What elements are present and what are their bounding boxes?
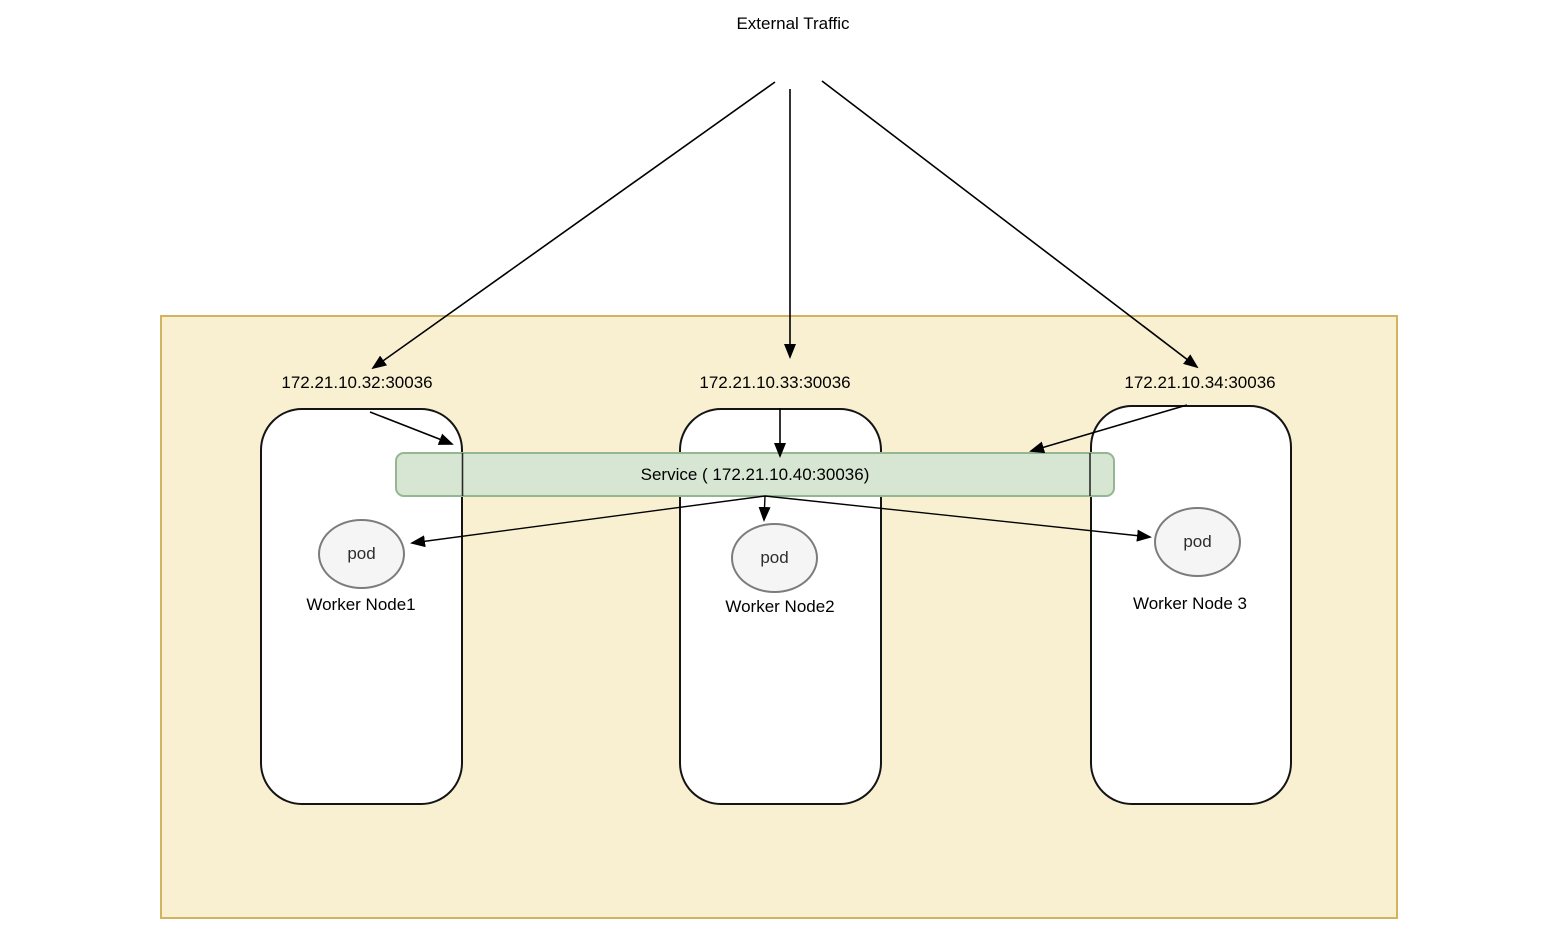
worker-node3-label: Worker Node 3 bbox=[1132, 593, 1248, 613]
node3-ip-label: 172.21.10.34:30036 bbox=[1124, 372, 1276, 392]
node1-ip-label: 172.21.10.32:30036 bbox=[281, 372, 433, 392]
pod3-circle: pod bbox=[1154, 507, 1241, 577]
pod2-label: pod bbox=[760, 548, 789, 567]
pod3-label: pod bbox=[1183, 532, 1212, 551]
service-bar: Service ( 172.21.10.40:30036) bbox=[395, 452, 1115, 497]
pod2-circle: pod bbox=[731, 523, 818, 593]
worker-node2-label: Worker Node2 bbox=[725, 596, 835, 616]
pod1-circle: pod bbox=[318, 519, 405, 589]
pod1-label: pod bbox=[347, 544, 376, 563]
node2-ip-label: 172.21.10.33:30036 bbox=[699, 372, 851, 392]
external-traffic-label: External Traffic bbox=[736, 13, 850, 33]
worker-node1-label: Worker Node1 bbox=[306, 594, 416, 614]
service-label: Service ( 172.21.10.40:30036) bbox=[640, 464, 870, 484]
worker-node3-box bbox=[1090, 405, 1292, 805]
